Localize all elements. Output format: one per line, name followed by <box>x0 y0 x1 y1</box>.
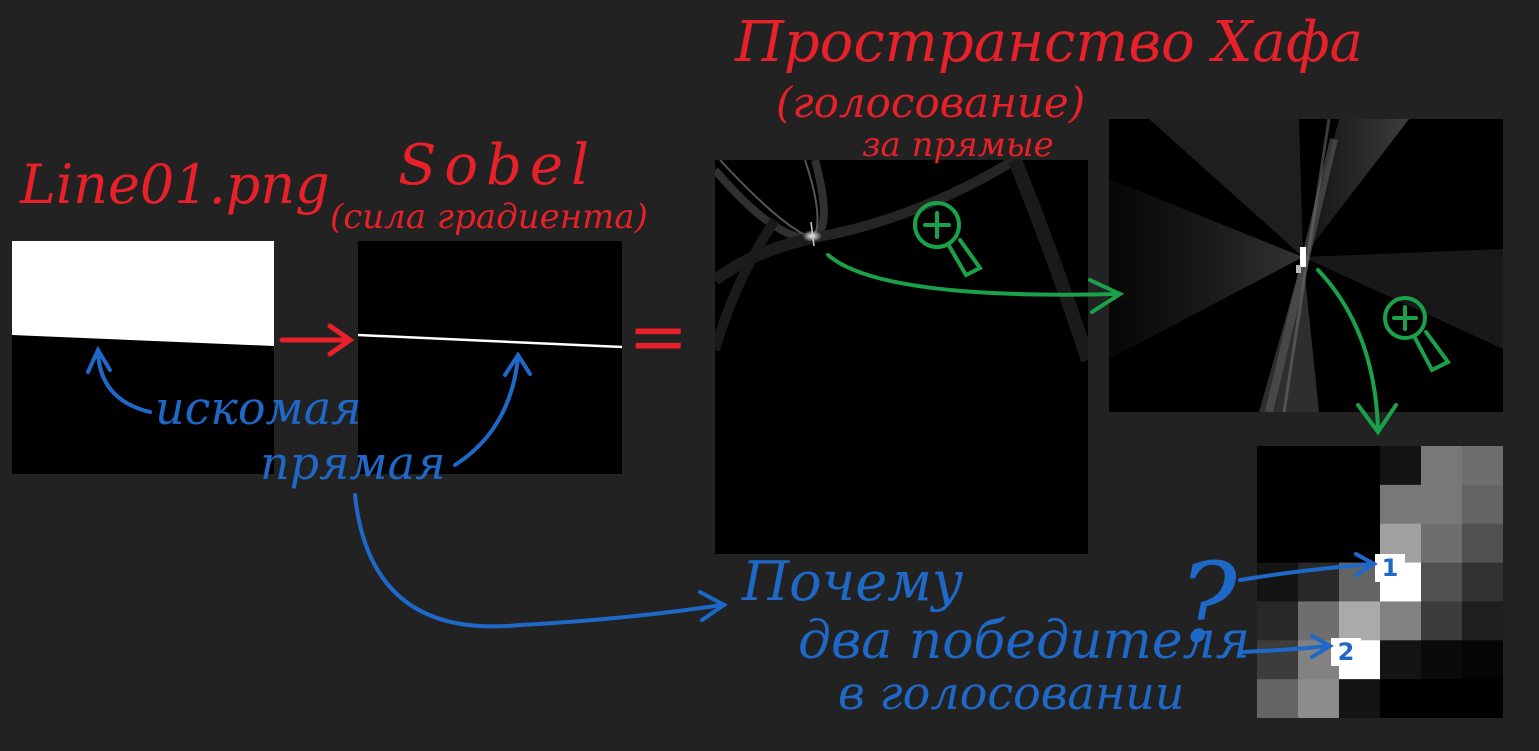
pixel-cell <box>1462 640 1503 680</box>
winner-label-1: 1 <box>1375 554 1405 582</box>
pixel-cell <box>1421 446 1463 486</box>
label-target-line-2: прямая <box>260 436 446 490</box>
arrow-zoom-to-pixel-zoom <box>1316 268 1398 436</box>
label-question-1: Почему <box>742 550 964 613</box>
label-sobel: Sobel <box>398 133 597 198</box>
pixel-cell <box>1298 523 1340 564</box>
source-image-content <box>12 241 274 346</box>
pixel-cell <box>1462 562 1503 602</box>
pixel-cell <box>1339 679 1381 718</box>
pixel-cell <box>1421 562 1463 602</box>
label-hough-space: Пространство Хафа <box>735 10 1364 75</box>
arrow-label-to-sobel-line <box>453 351 532 467</box>
pixel-cell <box>1298 679 1340 718</box>
pixel-cell <box>1339 562 1381 602</box>
label-sobel-subtitle: (сила градиента) <box>330 197 648 237</box>
pixel-cell <box>1462 446 1503 486</box>
pixel-cell <box>1257 601 1299 641</box>
label-question-2: два победителя <box>798 611 1251 671</box>
pixel-cell <box>1421 484 1463 525</box>
pixel-cell <box>1257 446 1299 486</box>
hough-zoom-image <box>1109 119 1503 412</box>
pixel-cell <box>1421 523 1463 564</box>
pixel-cell <box>1257 562 1299 602</box>
label-equals: = <box>628 294 689 378</box>
pixel-cell <box>1380 640 1422 680</box>
pixel-cell <box>1421 640 1463 680</box>
label-target-line-1: искомая <box>155 381 362 435</box>
pixel-cell <box>1257 640 1299 680</box>
hough-pixel-zoom: 1 2 <box>1257 446 1503 718</box>
pixel-cell <box>1462 484 1503 525</box>
pixel-cell <box>1298 601 1340 641</box>
pixel-cell <box>1421 679 1463 718</box>
pixel-cell <box>1339 601 1381 641</box>
pixel-cell <box>1257 679 1299 718</box>
label-hough-subtitle: (голосование) <box>776 78 1086 127</box>
arrow-question-to-winner-2 <box>1240 634 1334 659</box>
label-question-3: в голосовании <box>838 666 1185 720</box>
magnifier-plus-icon-2 <box>1383 296 1452 373</box>
arrow-hough-to-zoom <box>826 253 1125 314</box>
hough-zoom-content <box>1109 119 1503 412</box>
arrow-question-to-winner-1 <box>1238 552 1378 582</box>
pixel-cell <box>1339 446 1381 486</box>
pixel-cell <box>1462 523 1503 564</box>
pixel-cell <box>1462 679 1503 718</box>
label-question-mark: ? <box>1178 539 1237 667</box>
sobel-gradient-content <box>358 333 622 349</box>
pixel-grid <box>1257 446 1503 718</box>
pixel-cell <box>1257 484 1299 525</box>
label-hough-subtitle-2: за прямые <box>862 125 1054 165</box>
pixel-cell <box>1380 446 1422 486</box>
pixel-cell <box>1380 484 1422 525</box>
pixel-cell <box>1257 523 1299 564</box>
magnifier-plus-icon <box>913 201 983 278</box>
arrow-source-to-sobel <box>279 323 355 357</box>
label-line01-png: Line01.png <box>20 153 330 216</box>
pixel-cell <box>1339 484 1381 525</box>
pixel-cell <box>1298 484 1340 525</box>
winner-label-2: 2 <box>1331 638 1361 666</box>
pixel-cell <box>1380 679 1422 718</box>
source-image-line01 <box>12 241 274 474</box>
pixel-cell <box>1298 446 1340 486</box>
arrow-label-to-source-line <box>86 345 152 414</box>
pixel-cell <box>1380 601 1422 641</box>
pixel-cell <box>1421 601 1463 641</box>
arrow-label-to-question <box>353 493 728 629</box>
pixel-cell <box>1462 601 1503 641</box>
hough-space-content <box>715 160 1088 363</box>
hough-space-image <box>715 160 1088 554</box>
